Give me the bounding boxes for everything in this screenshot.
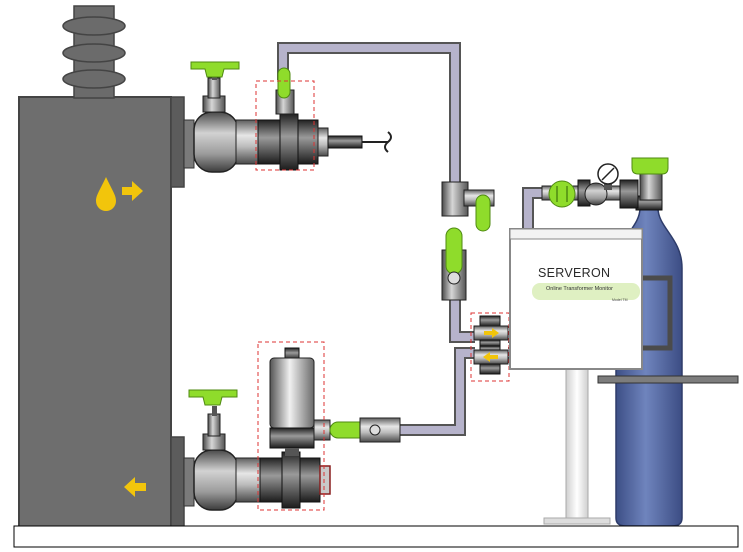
upper-gate-valve — [183, 70, 259, 173]
lower-service-zone — [257, 341, 325, 511]
arrow-right-icon — [122, 181, 143, 201]
sample-tubing — [277, 42, 542, 436]
arrow-left-icon — [124, 477, 146, 497]
ground-base — [13, 525, 739, 548]
lower-fitting — [259, 451, 331, 509]
probe-icon — [327, 131, 392, 153]
bushing-insulator — [62, 5, 126, 99]
monitor-subtitle: Online Transformer Monitor — [546, 286, 613, 292]
monitor-outlet-fitting — [473, 345, 509, 375]
upper-sample-fitting — [257, 67, 329, 171]
oil-sample-trap — [269, 347, 315, 456]
monitor-stand — [543, 367, 611, 525]
upper-valve-handle[interactable] — [190, 61, 240, 78]
oil-drop-icon — [96, 177, 116, 211]
tube-tee — [441, 181, 495, 232]
lower-gate-valve — [183, 406, 261, 511]
inline-ball-valve — [441, 227, 467, 301]
monitor-brand-label: SERVERON — [538, 266, 611, 280]
pressure-gauge-icon — [597, 163, 619, 190]
monitor-inlet-fitting — [473, 315, 509, 347]
lower-valve-handle[interactable] — [188, 389, 238, 406]
return-valve — [313, 417, 401, 443]
cylinder-valve-handle[interactable] — [631, 157, 669, 175]
regulator-valve-handle[interactable] — [548, 180, 576, 208]
upper-service-zone — [255, 80, 315, 171]
transformer-tank — [18, 96, 185, 528]
monitor-cabinet — [509, 228, 643, 370]
monitor-model-label: Model TM — [612, 298, 628, 302]
